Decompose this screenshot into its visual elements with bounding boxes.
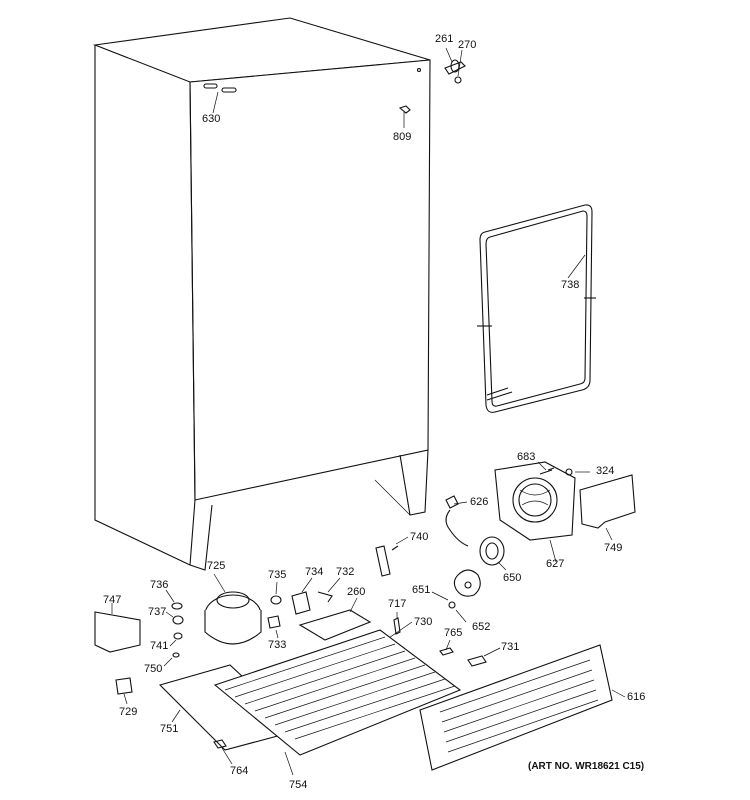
part-label-750[interactable]: 750 <box>144 663 163 675</box>
part-label-749[interactable]: 749 <box>604 542 623 554</box>
part-764 <box>213 739 233 765</box>
part-label-725[interactable]: 725 <box>207 560 226 572</box>
part-label-747[interactable]: 747 <box>103 594 122 606</box>
washer-652 <box>448 601 467 623</box>
part-label-260[interactable]: 260 <box>347 586 366 598</box>
part-label-717[interactable]: 717 <box>388 598 407 610</box>
part-label-626[interactable]: 626 <box>470 496 489 508</box>
tray-260 <box>298 597 372 641</box>
harness-626 <box>445 495 469 547</box>
relay-734 <box>291 577 313 615</box>
part-label-616[interactable]: 616 <box>627 691 646 703</box>
part-label-650[interactable]: 650 <box>503 572 522 584</box>
part-label-683[interactable]: 683 <box>517 451 536 463</box>
part-737 <box>165 611 184 625</box>
heater-loop-738 <box>477 204 596 413</box>
screw-683 <box>537 461 555 475</box>
part-731 <box>467 647 501 667</box>
part-717 <box>393 612 401 635</box>
part-736 <box>165 589 183 610</box>
part-750 <box>163 652 180 667</box>
cover-749 <box>579 474 636 541</box>
part-label-270[interactable]: 270 <box>458 39 477 51</box>
part-label-734[interactable]: 734 <box>305 566 324 578</box>
part-label-738[interactable]: 738 <box>561 279 580 291</box>
fan-shroud-627 <box>494 461 576 563</box>
part-label-732[interactable]: 732 <box>336 566 355 578</box>
clip-732 <box>317 577 341 603</box>
part-label-754[interactable]: 754 <box>289 779 308 791</box>
part-765 <box>439 639 454 656</box>
part-261-270-drawing <box>444 47 466 84</box>
part-label-652[interactable]: 652 <box>472 621 491 633</box>
art-number: (ART NO. WR18621 C15) <box>528 761 645 772</box>
grommet-735 <box>270 581 282 605</box>
drier-740 <box>375 536 409 577</box>
cabinet <box>92 17 431 571</box>
part-label-736[interactable]: 736 <box>150 579 169 591</box>
part-label-730[interactable]: 730 <box>414 616 433 628</box>
part-label-630[interactable]: 630 <box>202 113 221 125</box>
part-label-733[interactable]: 733 <box>268 639 287 651</box>
screw-324 <box>565 468 590 476</box>
part-label-651[interactable]: 651 <box>412 584 431 596</box>
part-741 <box>169 632 183 647</box>
part-label-735[interactable]: 735 <box>268 569 287 581</box>
fan-blade-651 <box>431 569 481 601</box>
part-label-809[interactable]: 809 <box>393 131 412 143</box>
part-label-751[interactable]: 751 <box>160 723 179 735</box>
grille-616 <box>419 644 626 771</box>
part-label-261[interactable]: 261 <box>435 33 454 45</box>
part-733 <box>267 615 281 639</box>
part-label-764[interactable]: 764 <box>230 765 249 777</box>
part-label-729[interactable]: 729 <box>119 706 138 718</box>
part-label-627[interactable]: 627 <box>546 558 565 570</box>
part-label-740[interactable]: 740 <box>410 531 429 543</box>
part-label-324[interactable]: 324 <box>596 465 615 477</box>
part-label-741[interactable]: 741 <box>150 640 169 652</box>
condenser-754 <box>213 629 462 776</box>
motor-650 <box>479 536 507 571</box>
compressor-725 <box>204 573 262 645</box>
bracket-747 <box>94 603 141 653</box>
part-label-731[interactable]: 731 <box>501 641 520 653</box>
part-label-737[interactable]: 737 <box>148 606 167 618</box>
part-729 <box>115 677 133 705</box>
part-label-765[interactable]: 765 <box>444 627 463 639</box>
